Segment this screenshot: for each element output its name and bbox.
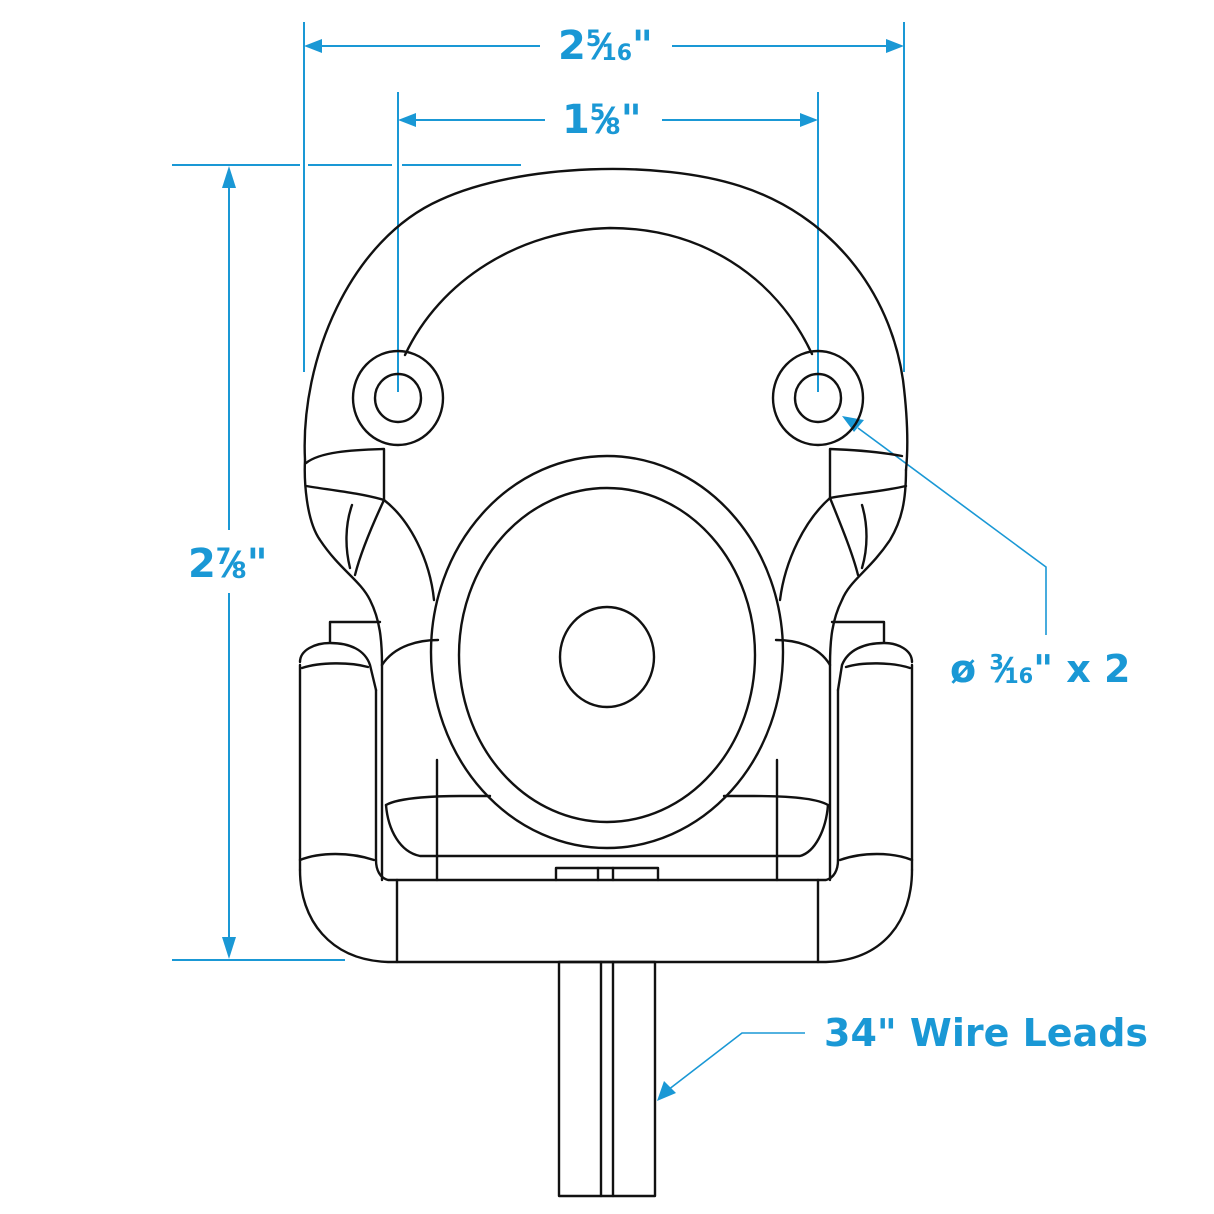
dimension-hole-spacing: [397, 92, 819, 392]
arrow-left-icon: [398, 113, 416, 127]
hole-spacing-numerator: 5: [589, 100, 606, 126]
label-overall-width: 25⁄16": [552, 26, 659, 66]
component-outline: [298, 167, 914, 1198]
hole-spacing-whole: 1: [562, 97, 590, 143]
arrow-right-icon: [800, 113, 818, 127]
overall-width-whole: 2: [558, 23, 586, 69]
dimension-overall-width: [303, 22, 905, 372]
hole-diameter-unit: ": [1033, 647, 1054, 691]
leader-wire-leads: [657, 1032, 805, 1101]
label-hole-spacing: 15⁄8": [556, 100, 648, 140]
overall-width-unit: ": [632, 23, 653, 69]
overall-width-numerator: 5: [585, 26, 602, 52]
label-overall-height: 27⁄8": [184, 540, 272, 588]
overall-height-whole: 2: [188, 541, 216, 587]
arrow-right-icon: [886, 39, 904, 53]
arrow-left-icon: [304, 39, 322, 53]
arrow-down-icon: [222, 937, 236, 959]
leader-hole-diameter: [842, 416, 1047, 635]
mounting-hole-left: [351, 349, 445, 447]
label-hole-diameter: ø 3⁄16" x 2: [950, 647, 1131, 691]
hole-diameter-qty: x 2: [1066, 647, 1131, 691]
label-wire-leads: 34" Wire Leads: [824, 1011, 1149, 1055]
overall-height-denominator: 8: [231, 559, 247, 585]
arrow-up-icon: [222, 166, 236, 188]
overall-width-denominator: 16: [601, 41, 633, 67]
dimension-overall-height: [172, 164, 521, 961]
arrow-icon: [657, 1081, 676, 1101]
overall-height-numerator: 7: [215, 544, 232, 570]
roller-hub: [558, 605, 656, 709]
roller-outer: [429, 454, 785, 850]
wire-leads-text: 34" Wire Leads: [824, 1011, 1149, 1055]
hole-diameter-numerator: 3: [989, 650, 1004, 675]
hole-spacing-denominator: 8: [605, 115, 621, 141]
diameter-symbol: ø: [950, 647, 977, 691]
wire-leads: [557, 960, 657, 1198]
mounting-hole-right: [771, 349, 865, 447]
hole-diameter-denominator: 16: [1004, 664, 1034, 689]
hole-spacing-unit: ": [620, 97, 642, 143]
overall-height-unit: ": [246, 541, 268, 587]
